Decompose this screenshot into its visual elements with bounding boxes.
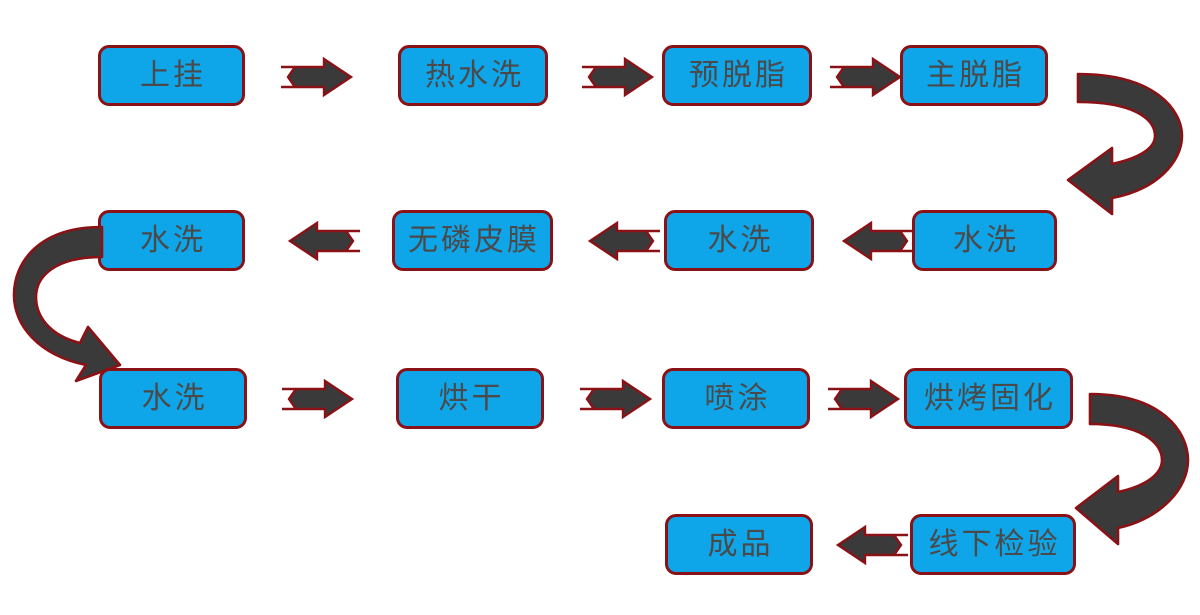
- node-label: 主脱脂: [926, 57, 1025, 93]
- process-node-cheng-pin[interactable]: 成品: [665, 514, 813, 575]
- process-node-pen-tu[interactable]: 喷涂: [662, 368, 810, 429]
- arrow-left-2: [578, 220, 662, 262]
- arrow-right-5: [578, 378, 653, 420]
- process-node-re-shui-xi[interactable]: 热水洗: [398, 45, 548, 106]
- node-label: 烘烤固化: [924, 380, 1056, 416]
- process-node-wu-lin-pi-mo[interactable]: 无磷皮膜: [392, 210, 553, 271]
- node-label: 预脱脂: [689, 57, 788, 93]
- arrow-right-4: [280, 378, 355, 420]
- process-node-shui-xi-3[interactable]: 水洗: [912, 210, 1057, 271]
- arrow-right-1: [279, 56, 354, 98]
- process-node-yu-tuo-zhi[interactable]: 预脱脂: [662, 45, 812, 106]
- curved-arrow-row3-to-row4: [1070, 378, 1200, 548]
- node-label: 水洗: [140, 222, 206, 258]
- node-label: 热水洗: [425, 57, 524, 93]
- curved-arrow-row2-to-row3: [2, 215, 122, 385]
- arrow-right-3: [828, 56, 903, 98]
- node-label: 烘干: [438, 380, 505, 416]
- node-label: 水洗: [707, 222, 774, 258]
- arrow-right-2: [580, 56, 655, 98]
- arrow-left-4: [826, 524, 910, 566]
- process-node-shui-xi-2[interactable]: 水洗: [664, 210, 814, 271]
- node-label: 上挂: [140, 57, 206, 93]
- node-label: 无磷皮膜: [408, 222, 540, 258]
- node-label: 水洗: [141, 380, 208, 416]
- node-label: 线下检验: [928, 526, 1061, 562]
- process-node-shui-xi-4[interactable]: 水洗: [99, 368, 247, 429]
- process-node-shang-gua[interactable]: 上挂: [98, 45, 245, 106]
- process-node-zhu-tuo-zhi[interactable]: 主脱脂: [900, 45, 1048, 106]
- arrow-left-3: [832, 220, 916, 262]
- process-node-hong-kao-gu-hua[interactable]: 烘烤固化: [904, 368, 1073, 429]
- node-label: 水洗: [953, 222, 1019, 258]
- arrow-right-6: [826, 378, 901, 420]
- curved-arrow-row1-to-row2: [1060, 58, 1200, 218]
- node-label: 喷涂: [704, 380, 771, 416]
- arrow-left-1: [278, 220, 362, 262]
- process-node-xian-xia-jian-yan[interactable]: 线下检验: [910, 514, 1076, 575]
- process-node-hong-gan[interactable]: 烘干: [396, 368, 544, 429]
- process-node-shui-xi-1[interactable]: 水洗: [98, 210, 245, 271]
- node-label: 成品: [707, 526, 774, 562]
